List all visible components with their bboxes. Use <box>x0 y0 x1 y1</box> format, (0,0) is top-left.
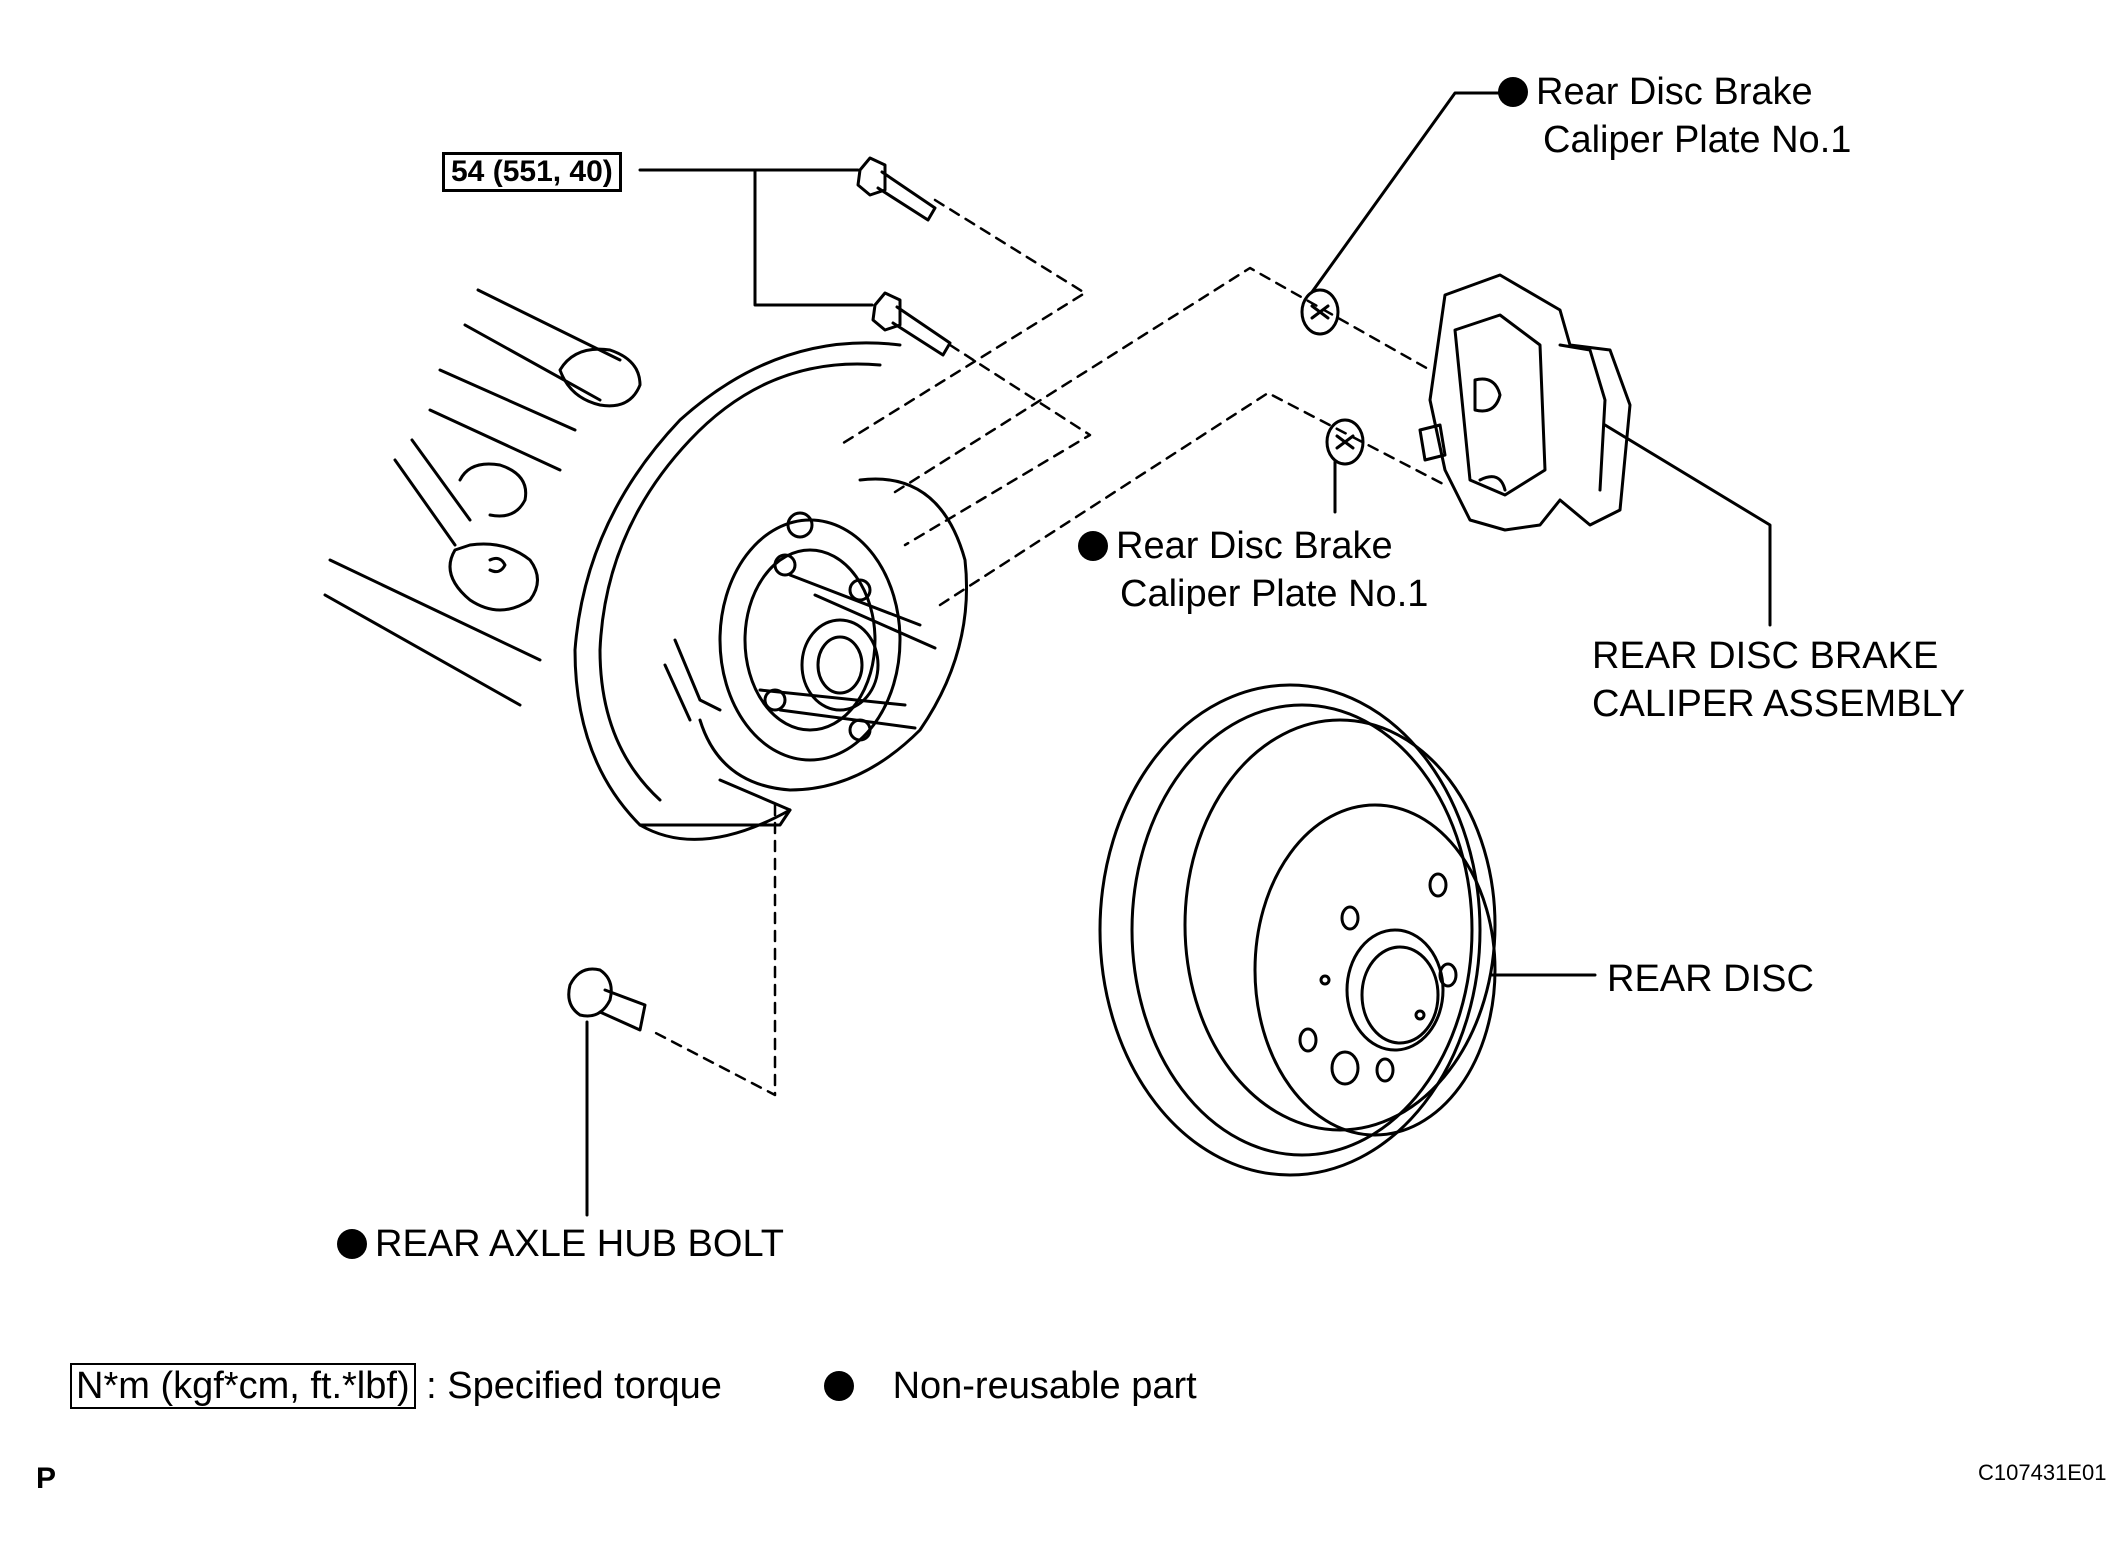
caliper-plate-label-mid: Rear Disc Brake <box>1078 522 1393 570</box>
torque-value-box: 54 (551, 40) <box>442 152 622 192</box>
hub-assembly <box>663 511 937 762</box>
non-reusable-dot-icon <box>1498 77 1528 107</box>
legend-nonreusable: Non-reusable part <box>824 1362 1197 1410</box>
caliper-assembly-label-line2: CALIPER ASSEMBLY <box>1592 683 1966 725</box>
caliper-plate-washers <box>1300 288 1365 466</box>
assembly-dashed-lines <box>648 198 1447 1097</box>
legend-torque: N*m (kgf*cm, ft.*lbf) : Specified torque <box>70 1362 722 1410</box>
legend-torque-desc: : Specified torque <box>426 1365 722 1407</box>
caliper-plate-label-top: Rear Disc Brake <box>1498 68 1813 116</box>
leader-lines <box>585 91 1772 1217</box>
legend-torque-unit: N*m (kgf*cm, ft.*lbf) <box>70 1363 416 1409</box>
suspension-arms <box>323 288 642 707</box>
dust-shield <box>573 341 969 841</box>
non-reusable-dot-icon <box>1078 531 1108 561</box>
legend-nonreusable-desc: Non-reusable part <box>892 1365 1197 1407</box>
rear-disc-drawing <box>1098 683 1497 1177</box>
corner-mark: P <box>36 1462 57 1495</box>
hub-bolt-label: REAR AXLE HUB BOLT <box>337 1220 784 1268</box>
caliper-plate-label-mid-line2: Caliper Plate No.1 <box>1120 573 1429 615</box>
caliper-mounting-bolts <box>856 156 952 357</box>
caliper-assembly-drawing <box>1418 273 1632 532</box>
caliper-plate-label-top-line2: Caliper Plate No.1 <box>1543 119 1852 161</box>
rear-disc-label: REAR DISC <box>1607 958 1814 1000</box>
caliper-assembly-label: REAR DISC BRAKE <box>1592 635 1939 677</box>
rear-axle-hub-bolt-drawing <box>567 967 647 1032</box>
non-reusable-dot-icon <box>824 1371 854 1401</box>
figure-id: C107431E01 <box>1978 1460 2107 1485</box>
non-reusable-dot-icon <box>337 1229 367 1259</box>
